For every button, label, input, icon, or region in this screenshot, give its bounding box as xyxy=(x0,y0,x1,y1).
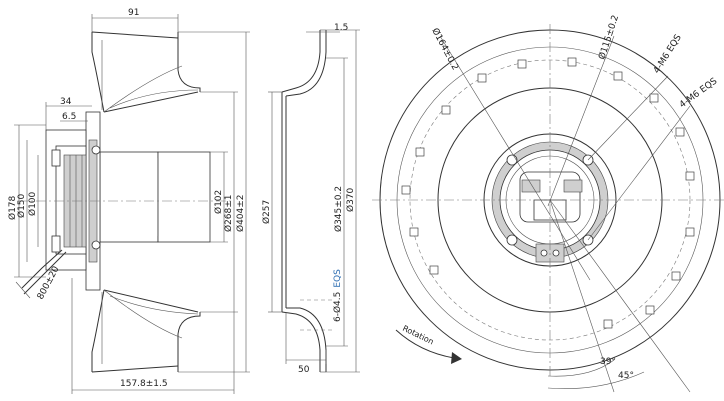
thread-b-eqs: EQS xyxy=(698,76,719,95)
rotation-label: Rotation xyxy=(401,324,435,347)
rotation-arrow-icon xyxy=(451,352,462,364)
holes-eqs: EQS xyxy=(333,269,343,288)
dia-268-label: Ø268±1 xyxy=(223,194,234,232)
dim-1-5-label: 1.5 xyxy=(334,23,348,33)
thread-a-spec: 4-M6 xyxy=(652,51,673,76)
front-view-geometry xyxy=(372,24,724,393)
depth-label: 157.8±1.5 xyxy=(120,379,168,389)
dim-50-label: 50 xyxy=(298,365,310,375)
inlet-ring-profile xyxy=(281,29,334,373)
dia-257-label: Ø257 xyxy=(261,200,272,224)
section-view-dimensions: 1.5 Ø257 Ø345±0.2 Ø370 6-Ø4.5 EQS 50 xyxy=(261,23,360,375)
angle-45-label: 45° xyxy=(618,371,634,381)
angle-39-label: 39° xyxy=(600,357,616,367)
dim-6-5-label: 6.5 xyxy=(62,112,76,122)
thread-a-label: 4-M6EQS xyxy=(652,33,684,76)
blade-marks xyxy=(401,57,695,329)
thread-a-eqs: EQS xyxy=(666,33,684,54)
side-view: 91 34 6.5 Ø178 Ø150 Ø100 800±20 Ø102 xyxy=(7,8,250,394)
holes-count: 6-Ø4.5 xyxy=(332,292,343,322)
dim-34-label: 34 xyxy=(60,97,72,107)
dia-404-label: Ø404±2 xyxy=(235,194,246,232)
dia-102-label: Ø102 xyxy=(213,190,224,214)
dia-345-label: Ø345±0.2 xyxy=(333,186,344,232)
dia-150-label: Ø150 xyxy=(16,193,27,218)
impeller-outline xyxy=(15,31,232,373)
holes-label: 6-Ø4.5 EQS xyxy=(332,269,343,322)
front-view: Ø164±0.2 Ø115±0.2 4-M6EQS 4-M6EQS Rotati… xyxy=(372,14,724,393)
dia-100-label: Ø100 xyxy=(27,191,38,216)
dia-178-label: Ø178 xyxy=(7,195,18,220)
thread-b-label: 4-M6EQS xyxy=(678,76,720,110)
dia-164-label: Ø164±0.2 xyxy=(429,26,460,72)
section-view: 1.5 Ø257 Ø345±0.2 Ø370 6-Ø4.5 EQS 50 xyxy=(261,23,360,375)
dia-370-label: Ø370 xyxy=(345,187,356,212)
dim-91-label: 91 xyxy=(128,8,139,18)
